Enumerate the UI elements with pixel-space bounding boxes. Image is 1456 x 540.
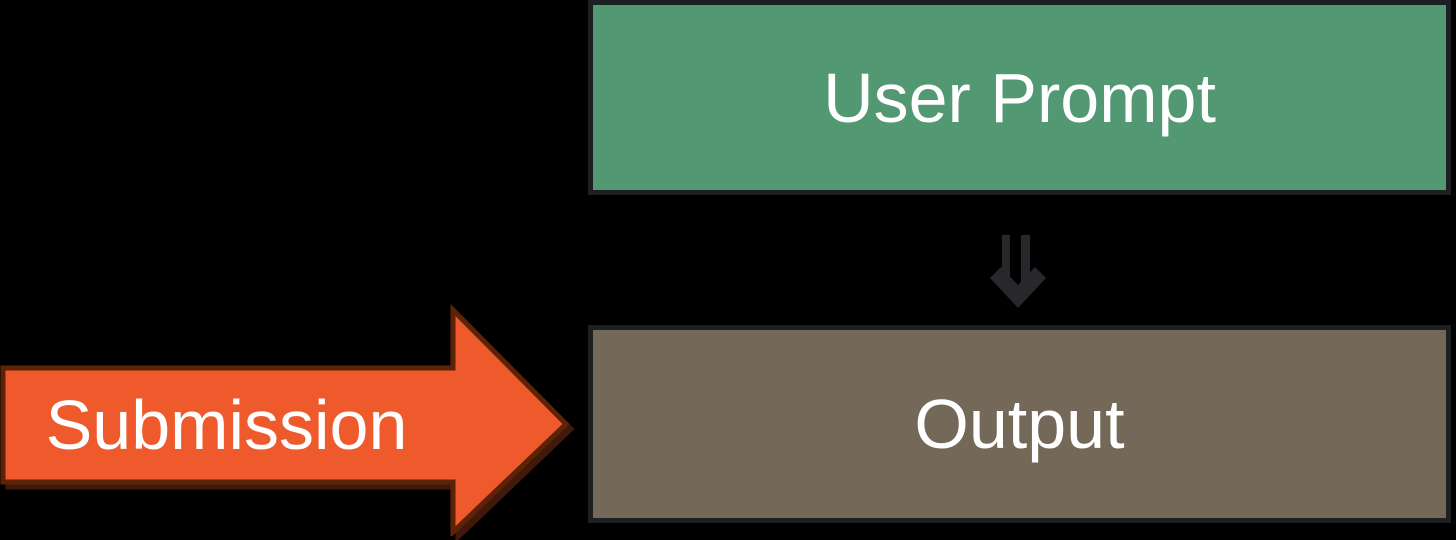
node-output-label: Output: [914, 385, 1125, 463]
submission-arrow: [0, 304, 570, 536]
node-output: Output: [588, 325, 1451, 523]
submission-arrow-label: Submission: [45, 386, 408, 464]
node-user-prompt: User Prompt: [588, 0, 1451, 195]
down-double-arrow-shape: [990, 235, 1046, 308]
submission-arrow-shape: [0, 304, 570, 536]
node-user-prompt-label: User Prompt: [823, 58, 1216, 137]
down-double-arrow-icon: [990, 235, 1046, 308]
